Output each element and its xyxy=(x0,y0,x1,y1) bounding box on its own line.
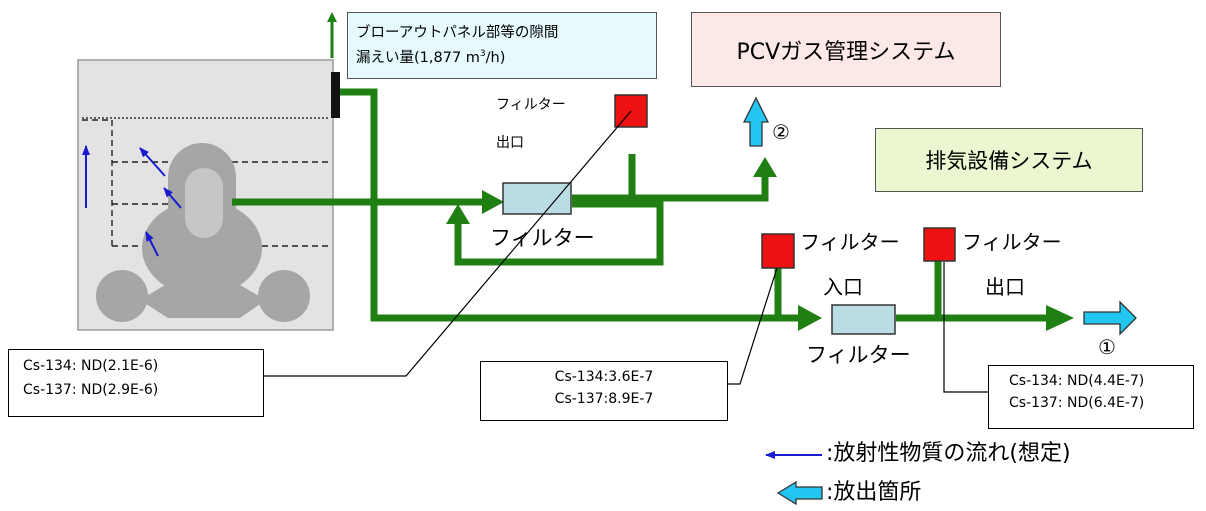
exhaust-pipes xyxy=(340,88,1048,322)
measurement-pcv-outlet: Cs-134: ND(2.1E-6) Cs-137: ND(2.9E-6) xyxy=(8,349,264,417)
leak-info-box: ブローアウトパネル部等の隙間 漏えい量(1,877 m3/h) xyxy=(347,12,657,79)
measurement-pcv-outlet-cs134: Cs-134: ND(2.1E-6) xyxy=(23,358,159,374)
label-filter-mid: フィルター xyxy=(490,226,595,250)
pcv-filter-unit xyxy=(502,182,572,215)
leak-volume-suffix: /h) xyxy=(485,49,506,66)
reactor-vessel xyxy=(96,143,310,322)
release-arrow-2 xyxy=(742,96,770,147)
leader-lines xyxy=(262,110,988,393)
measurement-exhaust-inlet: Cs-134:3.6E-7 Cs-137:8.9E-7 xyxy=(480,361,728,421)
measurement-pcv-outlet-cs137: Cs-137: ND(2.9E-6) xyxy=(23,382,159,398)
exhaust-system-title: 排気設備システム xyxy=(925,149,1093,173)
blowout-leak-arrow xyxy=(327,12,337,58)
sampling-point-exhaust-outlet xyxy=(923,227,956,262)
exhaust-system-box: 排気設備システム xyxy=(875,128,1143,192)
leak-info-line2: 漏えい量(1,877 m3/h) xyxy=(356,44,505,69)
label-release-point-2: ② xyxy=(772,120,790,144)
pcv-gas-pipes xyxy=(232,154,769,266)
legend-flow-label: :放射性物質の流れ(想定) xyxy=(826,441,1071,466)
pcv-system-title: PCVガス管理システム xyxy=(736,39,956,65)
legend-release-arrow xyxy=(776,480,823,506)
label-filter-right-a: フィルター xyxy=(800,230,900,254)
label-outlet: 出口 xyxy=(985,275,1025,299)
leak-volume-prefix: 漏えい量(1,877 m xyxy=(356,49,480,66)
measurement-exhaust-outlet-cs137: Cs-137: ND(6.4E-7) xyxy=(1009,395,1145,411)
leak-info-line1: ブローアウトパネル部等の隙間 xyxy=(356,24,559,41)
exhaust-filter-unit xyxy=(831,304,896,335)
measurement-exhaust-inlet-cs134: Cs-134:3.6E-7 xyxy=(554,369,654,385)
label-filter-right-b: フィルター xyxy=(962,230,1062,254)
label-outlet-small: 出口 xyxy=(496,135,524,151)
label-inlet: 入口 xyxy=(823,275,863,299)
label-filter-bottom: フィルター xyxy=(806,343,911,367)
label-release-point-1: ① xyxy=(1098,335,1116,359)
measurement-exhaust-outlet-cs134: Cs-134: ND(4.4E-7) xyxy=(1009,373,1145,389)
measurement-exhaust-inlet-cs137: Cs-137:8.9E-7 xyxy=(554,391,654,407)
pcv-system-box: PCVガス管理システム xyxy=(691,12,1001,87)
pipe-arrowheads xyxy=(446,157,1074,331)
sampling-point-exhaust-inlet xyxy=(761,233,795,269)
release-arrow-1 xyxy=(1083,300,1137,336)
leak-volume-sup: 3 xyxy=(479,48,486,59)
label-filter-small: フィルター xyxy=(496,97,566,113)
legend-release-label: :放出箇所 xyxy=(826,480,922,505)
internal-flow-arrows xyxy=(82,145,182,257)
measurement-exhaust-outlet: Cs-134: ND(4.4E-7) Cs-137: ND(6.4E-7) xyxy=(988,365,1194,429)
blowout-panel xyxy=(331,72,340,118)
